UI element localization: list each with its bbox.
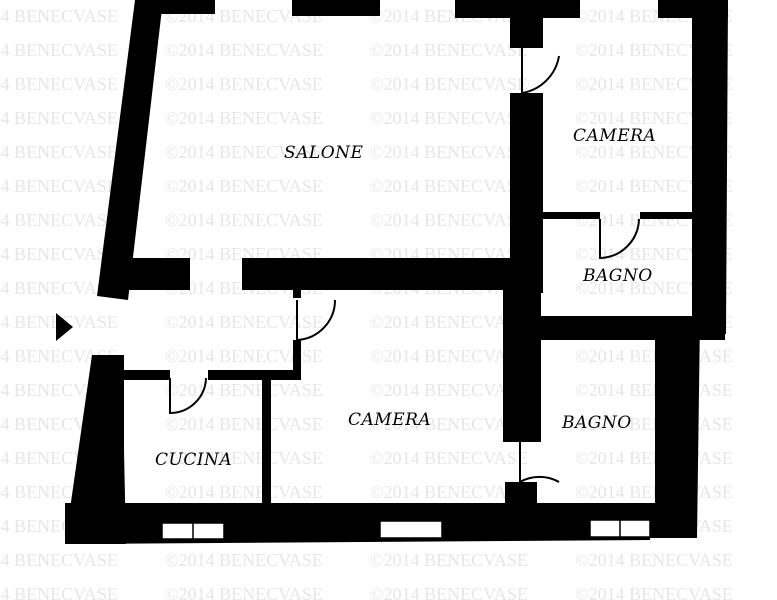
wall-cucina-east	[262, 378, 271, 508]
watermark-text: ©2014 BENECVASE	[0, 40, 118, 60]
outer-wall-right	[692, 0, 728, 334]
wall-hall-south	[122, 370, 170, 380]
watermark-text: ©2014 BENECVASE	[370, 550, 528, 570]
watermark-text: ©2014 BENECVASE	[165, 40, 323, 60]
wall-central-mid	[510, 93, 543, 293]
watermark-text: ©2014 BENECVASE	[370, 74, 528, 94]
watermark-text: ©2014 BENECVASE	[165, 142, 323, 162]
room-label-camera-top: CAMERA	[573, 126, 656, 146]
watermark-text: ©2014 BENECVASE	[165, 312, 323, 332]
wall-salone-south-left	[112, 258, 190, 290]
doors	[169, 48, 640, 484]
windows	[161, 519, 651, 540]
outer-wall-top-1	[135, 0, 215, 14]
watermark-text: ©2014 BENECVASE	[370, 482, 528, 502]
watermark-text: ©2014 BENECVASE	[575, 380, 733, 400]
watermark-text: ©2014 BENECVASE	[0, 584, 118, 600]
watermark-text: ©2014 BENECVASE	[0, 550, 118, 570]
door-bagno-small	[599, 218, 640, 260]
watermark-text: ©2014 BENECVASE	[370, 40, 528, 60]
wall-central-lower	[503, 290, 541, 442]
door-camera-top	[521, 48, 560, 95]
watermark-text: ©2014 BENECVASE	[370, 312, 528, 332]
watermark-text: ©2014 BENECVASE	[0, 346, 118, 366]
room-label-salone: SALONE	[284, 143, 364, 163]
watermark-text: ©2014 BENECVASE	[165, 176, 323, 196]
watermark-text: ©2014 BENECVASE	[370, 142, 528, 162]
watermark-text: ©2014 BENECVASE	[370, 108, 528, 128]
outer-wall-right-lower	[655, 318, 700, 538]
room-label-bagno-right: BAGNO	[561, 413, 632, 433]
watermark-text: ©2014 BENECVASE	[370, 584, 528, 600]
watermark-text: ©2014 BENECVASE	[575, 346, 733, 366]
watermark-text: ©2014 BENECVASE	[0, 108, 118, 128]
outer-wall-bottom-band	[65, 503, 695, 523]
door-bagno-right	[519, 442, 560, 484]
watermark-text: ©2014 BENECVASE	[0, 244, 118, 264]
watermark-text: ©2014 BENECVASE	[575, 584, 733, 600]
watermark-text: ©2014 BENECVASE	[165, 584, 323, 600]
door-hallway-camera	[296, 299, 337, 342]
window-camera	[379, 520, 443, 539]
wall-salone-south-right	[242, 258, 540, 290]
wall-camera-bagno-right	[640, 212, 695, 219]
room-label-bagno-small: BAGNO	[582, 266, 653, 286]
watermark-text: ©2014 BENECVASE	[0, 278, 118, 298]
room-label-camera-mid: CAMERA	[348, 410, 431, 430]
watermark-text: ©2014 BENECVASE	[370, 176, 528, 196]
wall-hall-east-lower	[293, 340, 301, 380]
watermark-text: ©2014 BENECVASE	[370, 380, 528, 400]
watermark-text: ©2014 BENECVASE	[370, 448, 528, 468]
watermark-text: ©2014 BENECVASE	[0, 210, 118, 230]
outer-wall-top-2	[292, 0, 380, 16]
outer-wall-left-upper	[97, 0, 163, 300]
watermark-text: ©2014 BENECVASE	[370, 346, 528, 366]
watermark-text: ©2014 BENECVASE	[165, 482, 323, 502]
watermark-text: ©2014 BENECVASE	[165, 108, 323, 128]
entrance-arrow-icon	[56, 313, 73, 341]
wall-hall-east	[293, 290, 301, 298]
watermark-text: ©2014 BENECVASE	[165, 346, 323, 366]
watermark-text: ©2014 BENECVASE	[165, 550, 323, 570]
watermark-text: ©2014 BENECVASE	[0, 176, 118, 196]
wall-hall-south-right	[208, 370, 301, 380]
watermark-text: ©2014 BENECVASE	[0, 142, 118, 162]
watermark-text: ©2014 BENECVASE	[0, 74, 118, 94]
watermark-text: ©2014 BENECVASE	[165, 210, 323, 230]
wall-central-upper	[510, 0, 543, 48]
wall-bagno-south	[535, 316, 725, 340]
wall-camera-bagno-left	[540, 212, 600, 219]
watermark-text: ©2014 BENECVASE	[370, 414, 528, 434]
wall-central-bottom	[505, 482, 537, 522]
watermark-text: ©2014 BENECVASE	[0, 6, 118, 26]
watermark-text: ©2014 BENECVASE	[575, 550, 733, 570]
watermark-text: ©2014 BENECVASE	[575, 482, 733, 502]
watermark-text: ©2014 BENECVASE	[165, 380, 323, 400]
door-cucina	[169, 377, 207, 415]
watermark-text: ©2014 BENECVASE	[165, 74, 323, 94]
watermark-text: ©2014 BENECVASE	[370, 210, 528, 230]
wall-cucina-west	[92, 355, 124, 520]
watermark-text: ©2014 BENECVASE	[165, 448, 323, 468]
room-label-cucina: CUCINA	[155, 450, 232, 470]
watermark-text: ©2014 BENECVASE	[165, 414, 323, 434]
watermark-text: ©2014 BENECVASE	[575, 448, 733, 468]
